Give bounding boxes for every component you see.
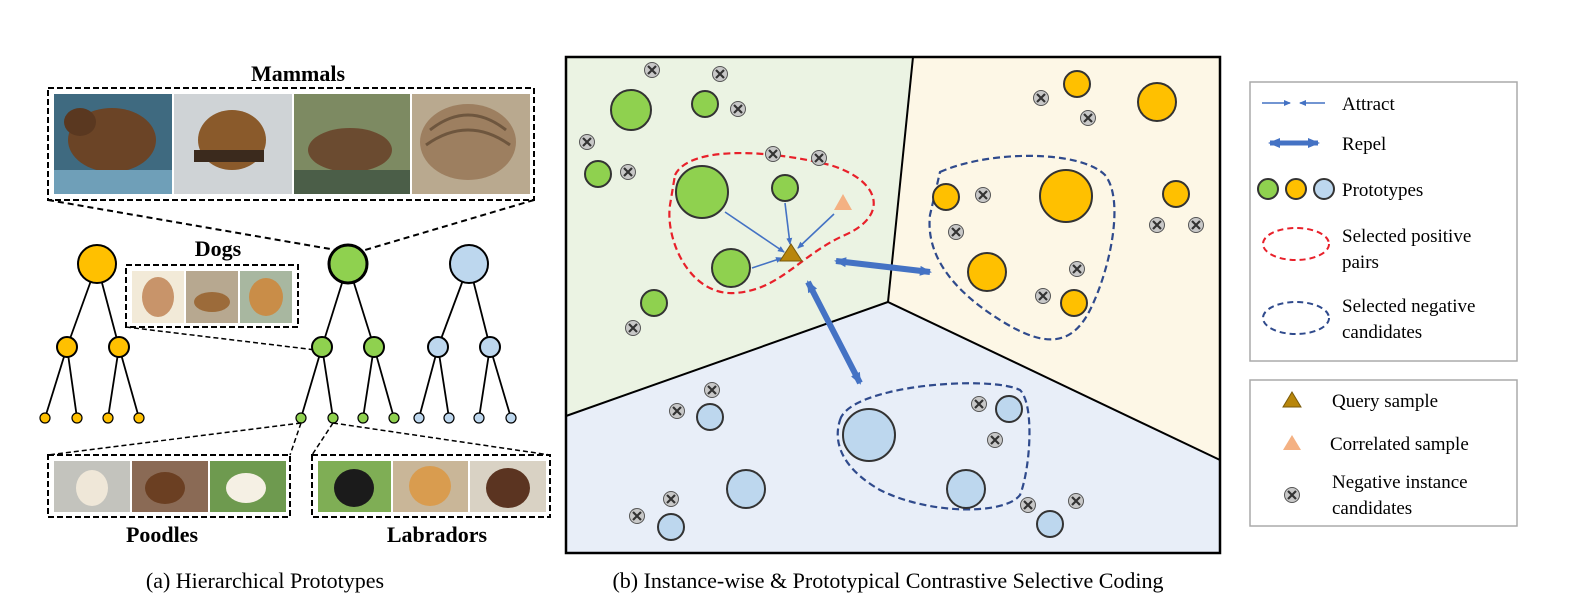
legend-prototypes: Prototypes bbox=[1342, 180, 1423, 201]
green-mid-node bbox=[363, 336, 385, 358]
orange-mid-node bbox=[56, 336, 78, 358]
poodles-photo-strip bbox=[47, 454, 291, 518]
legend-bottom: Query sample Correlated sample Negative … bbox=[1249, 379, 1518, 527]
panel-b: (b) Instance-wise & Prototypical Contras… bbox=[564, 55, 1222, 593]
green-leaf-node bbox=[327, 412, 339, 424]
label-poodles: Poodles bbox=[126, 522, 199, 547]
embedding-space-frame bbox=[564, 55, 1222, 555]
blue-prototypes bbox=[657, 395, 1064, 541]
legend-negative-line2: candidates bbox=[1342, 322, 1422, 343]
positive-pairs-outline bbox=[668, 152, 875, 295]
positive-pairs-legend-icon bbox=[1262, 227, 1330, 261]
legend-top: Attract Repel Prototypes Selected positi… bbox=[1249, 81, 1518, 362]
orange-prototypes bbox=[932, 70, 1190, 317]
negative-instance-legend-icon bbox=[1283, 486, 1301, 504]
correlated-sample-legend-icon bbox=[1283, 435, 1301, 450]
green-leaf-node bbox=[388, 412, 400, 424]
legend-query: Query sample bbox=[1332, 391, 1438, 412]
blue-leaf-node bbox=[473, 412, 485, 424]
label-mammals: Mammals bbox=[251, 61, 346, 86]
green-leaf-node bbox=[357, 412, 369, 424]
attract-arrows bbox=[724, 202, 835, 269]
panel-a: Mammals Dogs bbox=[39, 61, 551, 593]
legend-negative-line1: Selected negative bbox=[1342, 296, 1475, 317]
green-root-node bbox=[327, 243, 369, 285]
blue-leaf-node bbox=[443, 412, 455, 424]
legend-negative-instance-line2: candidates bbox=[1332, 498, 1412, 519]
blue-mid-node bbox=[427, 336, 449, 358]
dogs-photo-strip bbox=[125, 264, 299, 328]
mammals-photo-strip bbox=[47, 87, 535, 201]
orange-leaf-node bbox=[102, 412, 114, 424]
caption-a: (a) Hierarchical Prototypes bbox=[146, 568, 384, 593]
repel-arrows bbox=[805, 257, 932, 385]
green-leaf-node bbox=[295, 412, 307, 424]
green-mid-node bbox=[311, 336, 333, 358]
legend-positive-line1: Selected positive bbox=[1342, 226, 1471, 247]
query-sample-legend-icon bbox=[1282, 391, 1302, 408]
label-dogs: Dogs bbox=[195, 236, 242, 261]
orange-leaf-node bbox=[39, 412, 51, 424]
orange-leaf-node bbox=[71, 412, 83, 424]
query-sample bbox=[779, 243, 803, 262]
blue-mid-node bbox=[479, 336, 501, 358]
orange-mid-node bbox=[108, 336, 130, 358]
legend-attract: Attract bbox=[1342, 94, 1395, 115]
label-labradors: Labradors bbox=[387, 522, 488, 547]
prototypes-legend-icon bbox=[1257, 178, 1335, 200]
green-region bbox=[566, 57, 913, 416]
blue-leaf-node bbox=[505, 412, 517, 424]
legend-positive-line2: pairs bbox=[1342, 252, 1379, 273]
blue-root-node bbox=[449, 244, 489, 284]
orange-root-node bbox=[77, 244, 117, 284]
tree-nodes bbox=[39, 243, 517, 424]
orange-region bbox=[888, 57, 1220, 460]
caption-b: (b) Instance-wise & Prototypical Contras… bbox=[612, 568, 1163, 593]
legend-repel: Repel bbox=[1342, 134, 1386, 155]
labradors-photo-strip bbox=[311, 454, 551, 518]
negative-candidates-legend-icon bbox=[1262, 301, 1330, 335]
orange-negative-candidates-outline bbox=[928, 154, 1116, 341]
green-prototypes bbox=[584, 89, 799, 317]
legend-negative-instance-line1: Negative instance bbox=[1332, 472, 1468, 493]
orange-leaf-node bbox=[133, 412, 145, 424]
legend-correlated: Correlated sample bbox=[1330, 434, 1469, 455]
correlated-sample bbox=[834, 194, 852, 210]
blue-leaf-node bbox=[413, 412, 425, 424]
